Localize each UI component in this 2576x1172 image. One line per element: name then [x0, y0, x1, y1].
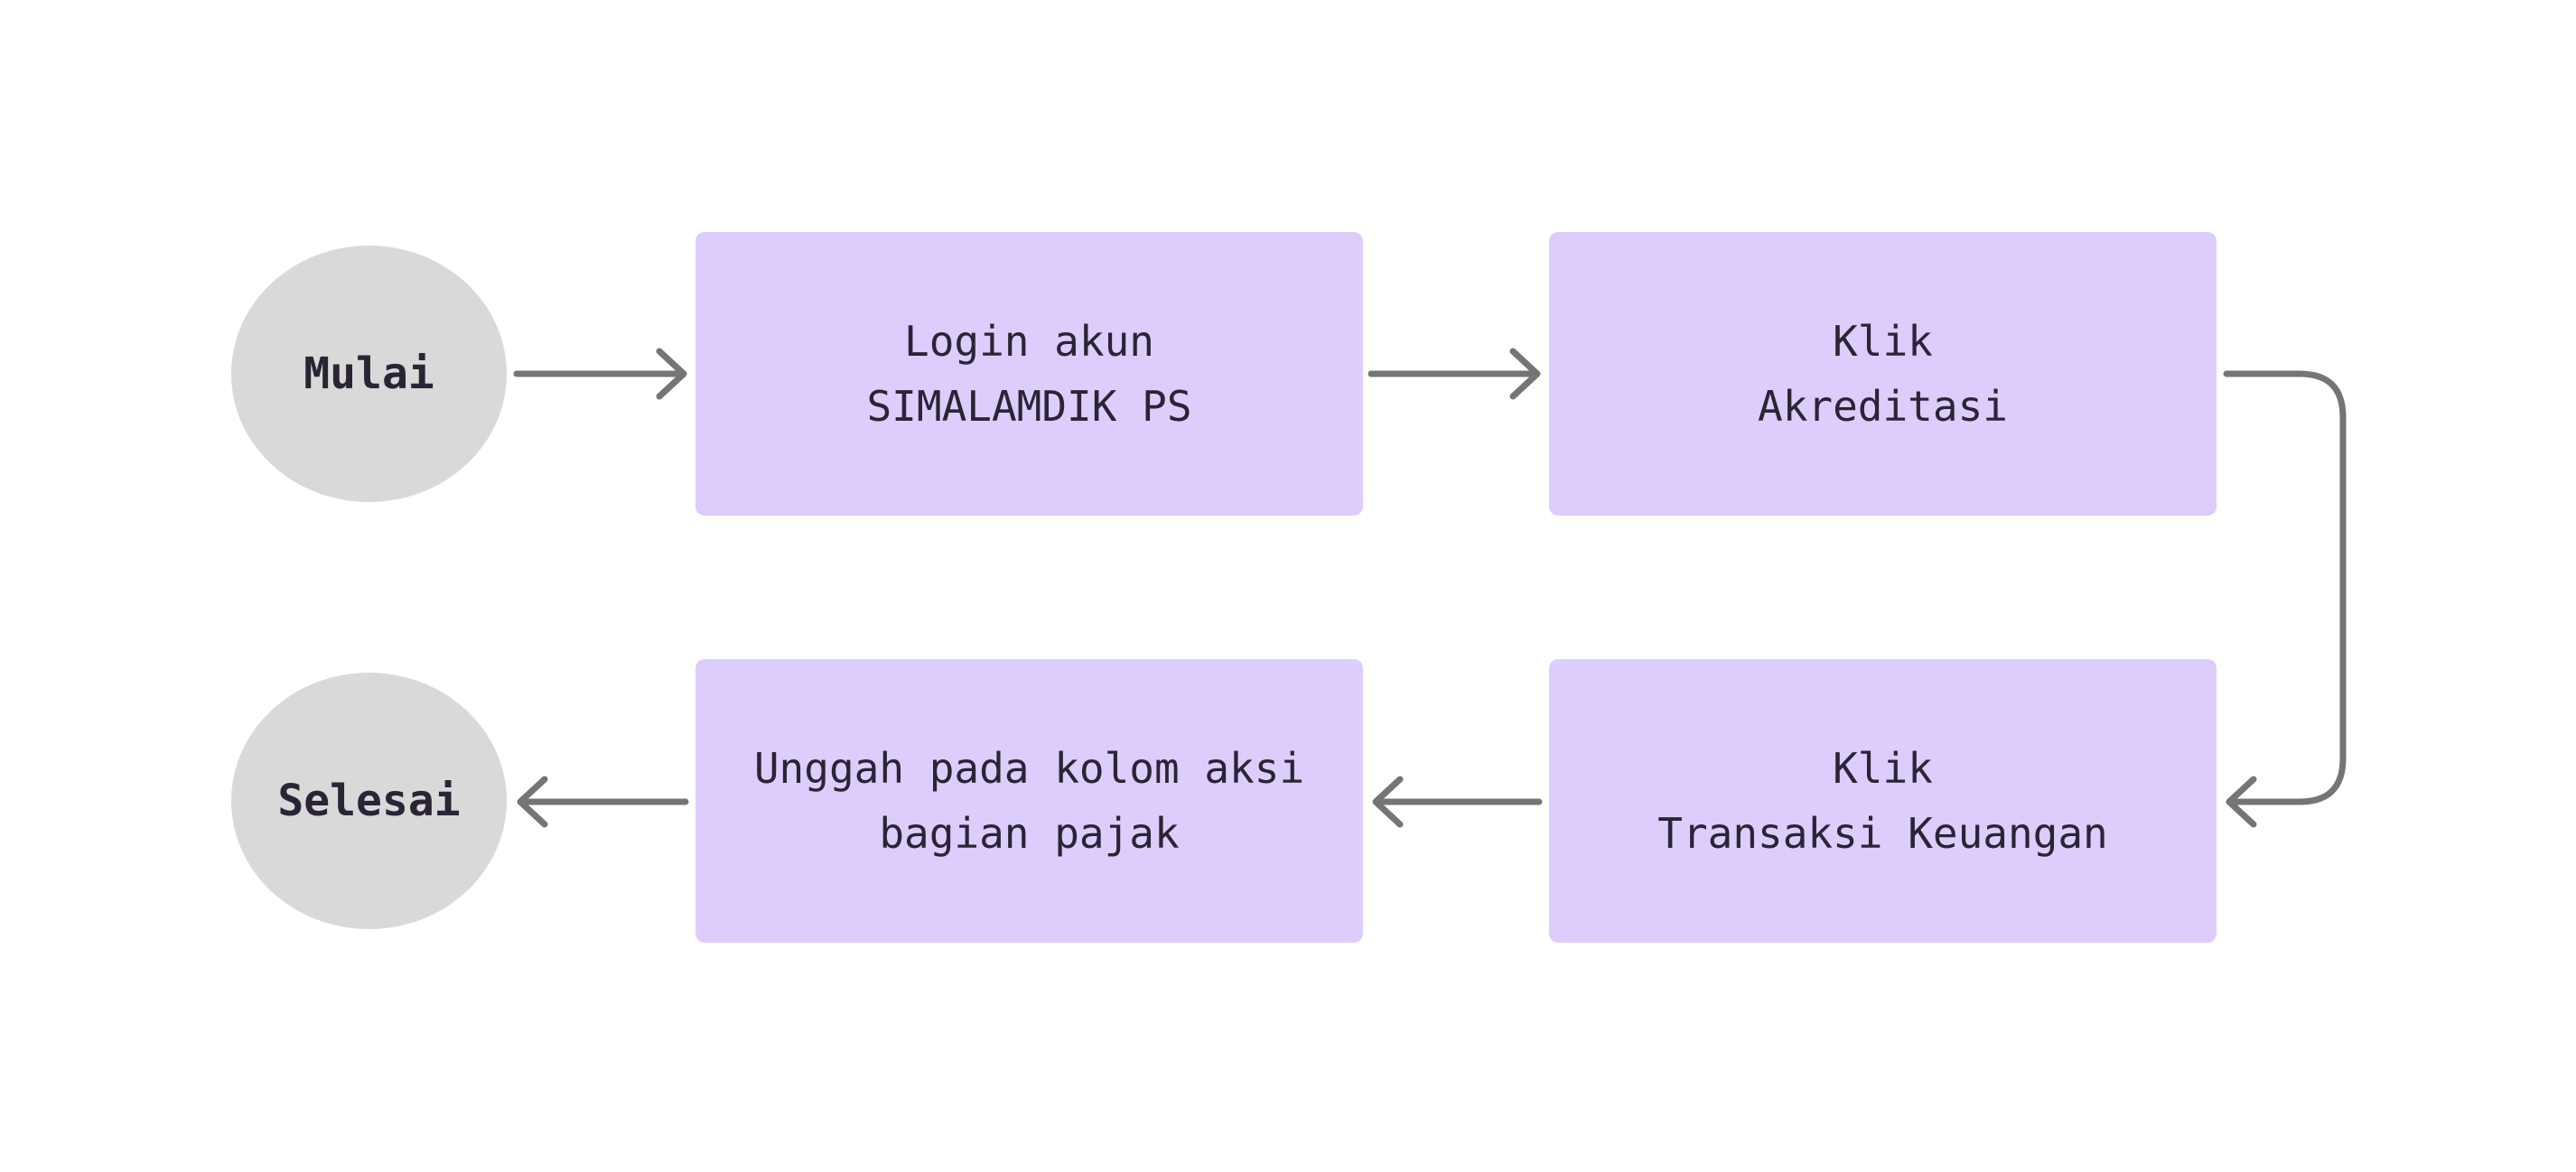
akreditasi-node: Klik Akreditasi — [1549, 232, 2217, 516]
akreditasi-node-label: Klik Akreditasi — [1758, 317, 2008, 431]
start-node-label: Mulai — [303, 349, 434, 399]
transaksi-node: Klik Transaksi Keuangan — [1549, 659, 2217, 943]
login-node: Login akun SIMALAMDIK PS — [695, 232, 1363, 516]
unggah-node-label: Unggah pada kolom aksi bagian pajak — [753, 744, 1305, 858]
arrowhead-start-to-login — [656, 348, 687, 400]
end-node: Selesai — [231, 673, 507, 929]
arrowhead-unggah-to-end — [517, 776, 548, 828]
end-node-label: Selesai — [277, 776, 461, 826]
unggah-node: Unggah pada kolom aksi bagian pajak — [695, 659, 1363, 943]
arrowhead-transaksi-to-unggah — [1372, 776, 1404, 828]
start-node: Mulai — [231, 246, 507, 502]
transaksi-node-label: Klik Transaksi Keuangan — [1657, 744, 2108, 858]
arrowhead-login-to-akreditasi — [1509, 348, 1541, 400]
connector-akreditasi-to-transaksi — [2223, 370, 2347, 805]
arrowhead-akreditasi-to-transaksi — [2226, 776, 2257, 828]
login-node-label: Login akun SIMALAMDIK PS — [866, 317, 1192, 431]
